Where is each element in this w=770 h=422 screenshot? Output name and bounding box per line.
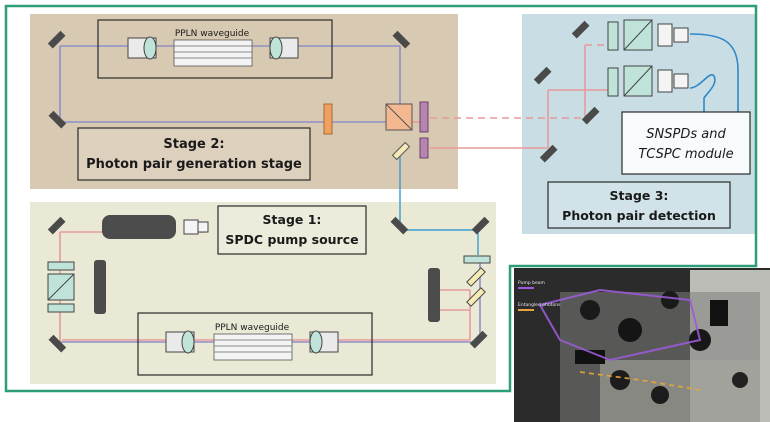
detector-module-box xyxy=(621,111,751,175)
waveguide-bottom-box xyxy=(137,312,373,376)
lab-photo-inset xyxy=(514,268,770,422)
waveguide-top-box xyxy=(97,19,333,79)
lens-dark-right xyxy=(428,268,440,322)
laser-head xyxy=(183,219,199,235)
polarizing-beam-splitter xyxy=(385,103,413,131)
objective-lens-right-bottom xyxy=(309,330,339,354)
stage3-title: Stage 3: xyxy=(610,188,669,203)
outer-frame xyxy=(4,4,758,393)
lens-dark-left xyxy=(94,260,106,314)
objective-lens-right-top xyxy=(269,36,299,60)
laser-head-out xyxy=(197,221,209,233)
mirror-icon xyxy=(47,216,490,353)
stage3-label-box xyxy=(547,181,731,229)
stage3-subtitle: Photon pair detection xyxy=(562,208,716,223)
objective-lens-left-bottom xyxy=(165,330,195,354)
stage1-subtitle: SPDC pump source xyxy=(225,232,358,247)
beam-splitter-left xyxy=(47,261,75,313)
stage2-subtitle: Photon pair generation stage xyxy=(86,157,302,172)
detector-module-line2: TCSPC module xyxy=(638,147,733,162)
fibers xyxy=(689,33,739,126)
filter-purple-2 xyxy=(419,137,429,159)
stage2-title: Stage 2: xyxy=(163,137,224,152)
filter-purple-1 xyxy=(419,101,429,133)
waveguide-bottom xyxy=(213,333,293,361)
detector-arm-bottom xyxy=(607,65,689,97)
photo-entangled-label: Entangled photons xyxy=(518,302,561,308)
mirror-icon xyxy=(47,30,411,129)
stage1-label-box xyxy=(217,205,367,255)
detector-arm-top xyxy=(607,19,689,51)
waveplate-orange xyxy=(323,103,333,135)
waveguide-top-label: PPLN waveguide xyxy=(175,29,250,39)
waveguide-bottom-label: PPLN waveguide xyxy=(215,323,290,333)
waveguide-top xyxy=(173,39,253,67)
entangled-beams xyxy=(59,44,610,342)
mirror-icon xyxy=(533,20,600,163)
objective-lens-left-top xyxy=(127,36,157,60)
stage1-title: Stage 1: xyxy=(263,212,322,227)
stage2-label-box xyxy=(77,127,311,181)
detector-module-line1: SNSPDs and xyxy=(646,127,726,142)
photo-pump-label: Pump beam xyxy=(518,280,545,286)
mirrors-right-stack xyxy=(463,255,491,307)
dichroic-mirror xyxy=(391,141,411,161)
pump-laser xyxy=(102,215,176,239)
connection-beams xyxy=(399,150,479,255)
